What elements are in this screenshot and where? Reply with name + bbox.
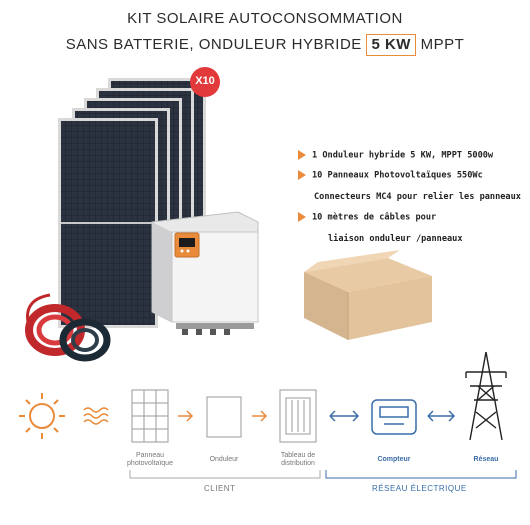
bullet-arrow-icon bbox=[298, 150, 306, 160]
flow-arrow-icon bbox=[252, 410, 268, 422]
feature-item: 1 Onduleur hybride 5 KW, MPPT 5000w bbox=[298, 150, 493, 161]
bullet-arrow-icon bbox=[298, 170, 306, 180]
feature-item: Connecteurs MC4 pour relier les panneaux bbox=[314, 192, 521, 202]
label-compteur: Compteur bbox=[377, 456, 411, 463]
feature-item: 10 mètres de câbles pour bbox=[298, 212, 436, 223]
reseau-bracket bbox=[325, 470, 517, 479]
solar-panel-icon bbox=[131, 389, 169, 443]
label-reseau: Réseau bbox=[473, 456, 499, 463]
cardboard-box-image bbox=[304, 250, 432, 340]
quantity-badge bbox=[190, 67, 220, 97]
group-client: CLIENT bbox=[204, 484, 236, 493]
group-reseau-electrique: RÉSEAU ÉLECTRIQUE bbox=[372, 484, 467, 493]
kit-title-line1: KIT SOLAIRE AUTOCONSOMMATION bbox=[127, 10, 403, 27]
quantity-badge-label: X10 bbox=[195, 75, 215, 87]
cable-rolls bbox=[25, 293, 111, 362]
inverter-icon bbox=[206, 396, 242, 438]
power-highlight: 5 KW bbox=[366, 34, 416, 56]
meter-icon bbox=[371, 399, 417, 435]
distribution-board-icon bbox=[279, 389, 317, 443]
client-bracket bbox=[129, 470, 321, 479]
title-prefix: SANS BATTERIE, ONDULEUR HYBRIDE bbox=[65, 36, 362, 53]
sun-icon bbox=[19, 393, 65, 439]
inverter-image bbox=[151, 211, 259, 335]
label-onduleur: Onduleur bbox=[209, 456, 239, 463]
feature-item: liaison onduleur /panneaux bbox=[328, 234, 463, 244]
sunlight-waves-icon bbox=[83, 407, 109, 425]
bidirectional-arrow-icon bbox=[329, 410, 360, 422]
kit-title-line2: SANS BATTERIE, ONDULEUR HYBRIDE 5 KW MPP… bbox=[0, 34, 530, 56]
bidirectional-arrow-icon bbox=[427, 410, 456, 422]
title-suffix: MPPT bbox=[420, 36, 465, 53]
flow-arrow-icon bbox=[178, 410, 194, 422]
feature-item: 10 Panneaux Photovoltaïques 550Wc bbox=[298, 170, 483, 181]
bullet-arrow-icon bbox=[298, 212, 306, 222]
power-pylon-icon bbox=[465, 351, 507, 441]
